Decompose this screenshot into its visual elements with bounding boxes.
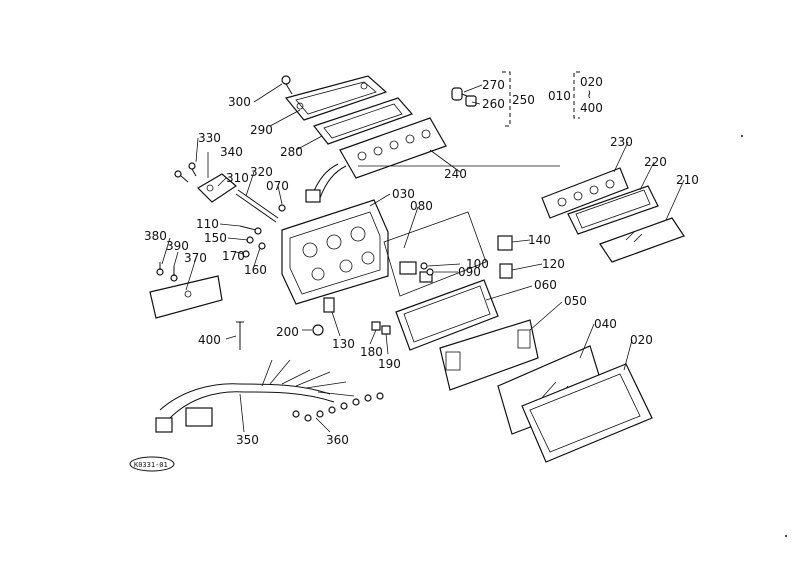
leader-lines — [161, 83, 685, 433]
callout-340: 340 — [220, 145, 243, 159]
corner-dot-bottom — [785, 535, 787, 537]
callout-380: 380 — [144, 229, 167, 243]
callout-230: 230 — [610, 135, 633, 149]
part-140-connector — [497, 235, 513, 251]
callout-040: 040 — [594, 317, 617, 331]
part-350-wire-harness — [155, 359, 355, 433]
callout-130: 130 — [332, 337, 355, 351]
part-130-socket — [323, 297, 335, 313]
callout-360: 360 — [326, 433, 349, 447]
part-260-socket — [465, 95, 477, 107]
part-320-shaft — [235, 189, 279, 223]
part-380-screw — [156, 262, 164, 276]
part-290-plate — [284, 75, 388, 121]
part-230-panel — [541, 167, 629, 219]
callout-270: 270 — [482, 78, 505, 92]
part-160-screw — [258, 242, 266, 250]
callout-320: 320 — [250, 165, 273, 179]
stamp-text: K0331-01 — [134, 461, 168, 469]
part-110-screw — [239, 225, 262, 235]
part-300-screw — [281, 75, 293, 95]
part-310-clip — [197, 173, 237, 203]
corner-dot-right — [741, 135, 743, 137]
callout-250: 250 — [512, 93, 535, 107]
callout-330: 330 — [198, 131, 221, 145]
part-060-gasket — [395, 279, 499, 351]
part-020-bezel — [521, 363, 653, 463]
callout-070: 070 — [266, 179, 289, 193]
bracket-010 — [573, 71, 580, 119]
part-360-bulbs — [292, 392, 384, 422]
callout-150: 150 — [204, 231, 227, 245]
callout-280: 280 — [280, 145, 303, 159]
part-120-connector — [499, 263, 513, 279]
bracket-250 — [502, 71, 511, 127]
callout-300: 300 — [228, 95, 251, 109]
callout-400-top: 400 — [580, 101, 603, 115]
part-090-screw — [426, 268, 434, 276]
part-340-screw — [174, 170, 189, 183]
callout-260: 260 — [482, 97, 505, 111]
callout-050: 050 — [564, 294, 587, 308]
callout-290: 290 — [250, 123, 273, 137]
part-030-case — [281, 199, 389, 305]
callout-020-top: 020 — [580, 75, 603, 89]
drawing-stamp: K0331-01 — [129, 456, 175, 472]
part-330-screw — [188, 162, 197, 177]
part-400-rod — [236, 321, 244, 350]
part-050-frame — [439, 319, 539, 391]
part-370-plate — [149, 275, 223, 319]
part-100-screw — [420, 262, 428, 270]
callout-170: 170 — [222, 249, 245, 263]
callout-190: 190 — [378, 357, 401, 371]
callout-350: 350 — [236, 433, 259, 447]
part-240-cover-plate — [339, 117, 447, 179]
callout-110: 110 — [196, 217, 219, 231]
callout-160: 160 — [244, 263, 267, 277]
callout-labels: 300 290 280 270 260 250 010 020 ≀ 400 24… — [144, 75, 699, 447]
callout-310: 310 — [226, 171, 249, 185]
part-210-lens — [599, 217, 685, 263]
part-220-frame — [567, 185, 659, 235]
callout-210: 210 — [676, 173, 699, 187]
callout-180: 180 — [360, 345, 383, 359]
callout-140: 140 — [528, 233, 551, 247]
range-separator: ≀ — [587, 87, 592, 101]
part-070-screw — [278, 204, 286, 212]
callout-020-bottom: 020 — [630, 333, 653, 347]
callout-090: 090 — [458, 265, 481, 279]
part-180-bulb — [371, 321, 381, 331]
callout-220: 220 — [644, 155, 667, 169]
callout-200: 200 — [276, 325, 299, 339]
part-190-bulb — [381, 325, 391, 335]
callout-240: 240 — [444, 167, 467, 181]
callout-060: 060 — [534, 278, 557, 292]
callout-120: 120 — [542, 257, 565, 271]
callout-370: 370 — [184, 251, 207, 265]
part-390-screw — [170, 266, 178, 282]
callout-390: 390 — [166, 239, 189, 253]
part-280-bracket — [313, 97, 414, 145]
part-small-harness — [305, 163, 347, 203]
callout-100: 100 — [466, 257, 489, 271]
callout-080: 080 — [410, 199, 433, 213]
callout-030: 030 — [392, 187, 415, 201]
callout-400-left: 400 — [198, 333, 221, 347]
part-080-board — [383, 211, 487, 297]
callout-010: 010 — [548, 89, 571, 103]
part-200-bulb — [312, 324, 324, 336]
